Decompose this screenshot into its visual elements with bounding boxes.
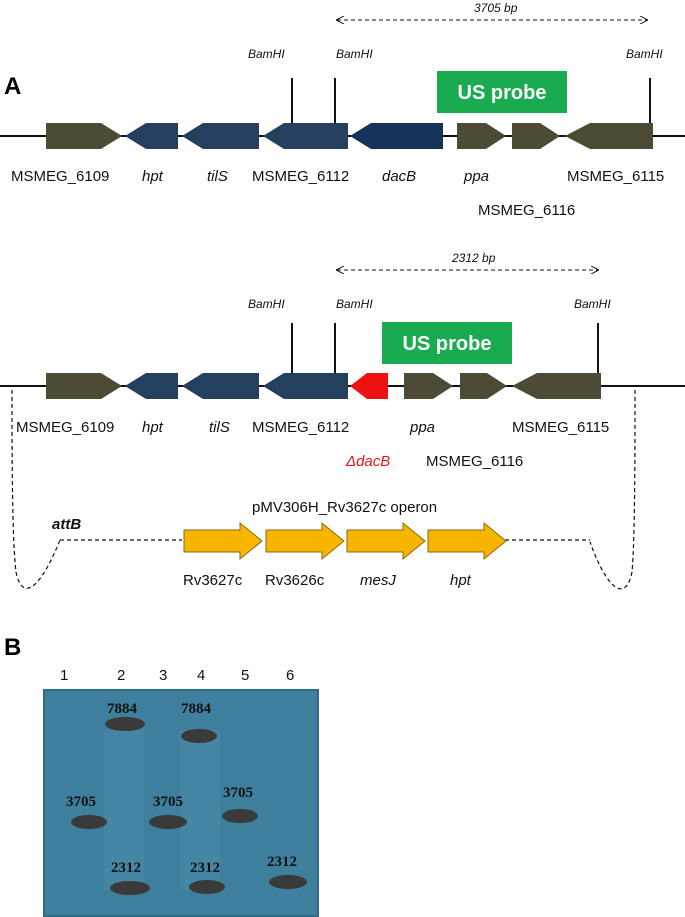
gene-arrow-msmeg-6109	[46, 373, 122, 399]
band-size-label: 3705	[66, 794, 96, 810]
band-size-label: 2312	[190, 860, 220, 876]
gene-arrow-msmeg-6112	[263, 373, 348, 399]
panel-b-label: B	[4, 634, 21, 661]
size-label: 3705 bp	[474, 1, 518, 15]
band-2312	[189, 880, 225, 894]
band-size-label: 2312	[267, 854, 297, 870]
gene-label: MSMEG_6112	[252, 419, 349, 436]
lane-number: 2	[117, 667, 125, 684]
gene-label: MSMEG_6116	[426, 453, 523, 470]
gene-arrow-msmeg-6112	[263, 123, 348, 149]
gene-arrow-msmeg-6109	[46, 123, 122, 149]
gene-arrow-msmeg-6116	[512, 123, 560, 149]
gene-label: MSMEG_6115	[567, 168, 664, 185]
bamhi-label: BamHI	[336, 297, 373, 311]
band-2312	[110, 881, 150, 895]
band-7884	[181, 729, 217, 743]
gene-arrow-hpt	[125, 123, 178, 149]
gene-arrow-deleted-dacb	[350, 373, 388, 399]
gene-label: tilS	[207, 168, 228, 185]
gene-arrow-ppa	[404, 373, 453, 399]
construct-wild-type: 3705 bp BamHI BamHI BamHI US probe MSMEG…	[0, 1, 685, 219]
gene-arrow-rv3626c	[265, 521, 345, 561]
band-3705	[71, 815, 107, 829]
band-3705	[149, 815, 187, 829]
band-7884	[105, 717, 145, 731]
us-probe-label: US probe	[458, 82, 547, 104]
gene-label: dacB	[382, 168, 416, 185]
gene-label: MSMEG_6115	[512, 419, 609, 436]
bamhi-label: BamHI	[248, 47, 285, 61]
gene-arrow-msmeg-6115	[512, 373, 601, 399]
gene-label: MSMEG_6109	[11, 168, 109, 185]
gene-label: hpt	[142, 419, 164, 436]
southern-blot: 7884 7884 3705 3705 3705 2312 2312 2312	[43, 689, 319, 917]
size-label: 2312 bp	[451, 251, 496, 265]
deleted-gene-label: ΔdacB	[345, 453, 390, 470]
band-size-label: 7884	[107, 701, 138, 717]
gene-label: hpt	[142, 168, 164, 185]
operon-gene-label: Rv3627c	[183, 572, 243, 589]
us-probe-label: US probe	[403, 333, 492, 355]
gene-label: ppa	[463, 168, 489, 185]
operon-title: pMV306H_Rv3627c operon	[252, 499, 437, 516]
gene-label: tilS	[209, 419, 230, 436]
gene-arrow-mesj	[346, 521, 426, 561]
gene-arrow-tils	[182, 373, 259, 399]
lane-smear	[104, 730, 144, 890]
band-3705	[222, 809, 258, 823]
us-probe-box	[382, 322, 512, 364]
lane-numbers: 1 2 3 4 5 6	[60, 667, 294, 684]
operon-gene-label: mesJ	[360, 572, 396, 589]
band-size-label: 3705	[223, 785, 253, 801]
bamhi-label: BamHI	[336, 47, 373, 61]
lane-number: 1	[60, 667, 68, 684]
us-probe-box	[437, 71, 567, 113]
gene-label: ppa	[409, 419, 435, 436]
gene-label: MSMEG_6109	[16, 419, 114, 436]
band-size-label: 7884	[181, 701, 212, 717]
attb-label: attB	[52, 516, 81, 533]
bamhi-label: BamHI	[626, 47, 663, 61]
gene-arrow-msmeg-6116	[460, 373, 507, 399]
gene-arrow-rv3627c	[183, 521, 263, 561]
gene-label: MSMEG_6112	[252, 168, 349, 185]
blot-border	[43, 689, 319, 917]
band-size-label: 2312	[111, 860, 141, 876]
gene-arrow-hpt	[125, 373, 178, 399]
band-2312	[269, 875, 307, 889]
gene-arrow-msmeg-6115	[565, 123, 653, 149]
integration-line-left	[11, 389, 61, 589]
band-size-label: 3705	[153, 794, 183, 810]
lane-number: 4	[197, 667, 205, 684]
lane-number: 6	[286, 667, 294, 684]
construct-knockout: 2312 bp BamHI BamHI BamHI US probe MSMEG…	[0, 251, 685, 590]
panel-a-label: A	[4, 73, 21, 100]
gene-arrow-hpt	[427, 521, 507, 561]
operon-gene-label: Rv3626c	[265, 572, 325, 589]
gene-arrow-dacb	[350, 123, 443, 149]
gene-arrow-ppa	[457, 123, 506, 149]
lane-smear	[180, 730, 220, 890]
gene-label: MSMEG_6116	[478, 202, 575, 219]
gene-arrow-tils	[182, 123, 259, 149]
integration-line-right	[589, 389, 636, 590]
lane-number: 5	[241, 667, 249, 684]
bamhi-label: BamHI	[574, 297, 611, 311]
bamhi-label: BamHI	[248, 297, 285, 311]
lane-number: 3	[159, 667, 167, 684]
operon-gene-label: hpt	[450, 572, 472, 589]
